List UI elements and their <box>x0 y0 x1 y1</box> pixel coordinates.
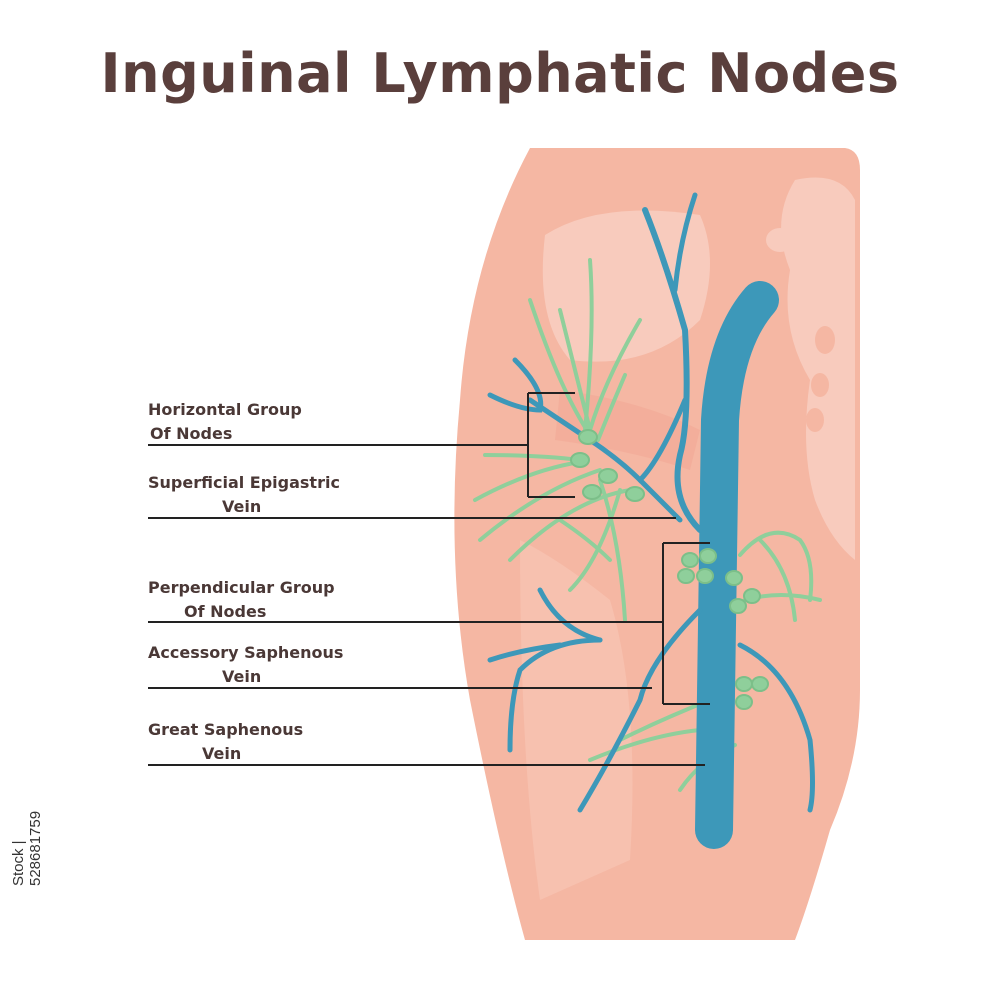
leader-lines <box>148 392 710 766</box>
label-perpendicular-group: Perpendicular Group Of Nodes <box>148 578 335 621</box>
label-superficial-epigastric-vein: Superficial Epigastric Vein <box>148 473 340 516</box>
bone-spot <box>806 408 824 432</box>
bone-spot <box>811 373 829 397</box>
label-horizontal-group: Horizontal Group Of Nodes <box>148 400 302 443</box>
leader-horizontal-nodes <box>148 392 575 498</box>
label-accessory-saphenous-vein: Accessory Saphenous Vein <box>148 643 344 686</box>
bone-spot <box>815 326 835 354</box>
lymph-nodes <box>570 429 769 710</box>
bone-spot <box>766 228 794 252</box>
pelvis-highlight <box>781 177 855 560</box>
veins <box>487 192 815 849</box>
great-saphenous-vein <box>695 281 779 849</box>
accessory-saphenous-vein <box>577 607 703 813</box>
label-great-saphenous-vein: Great Saphenous Vein <box>148 720 304 763</box>
hip-highlight <box>542 210 710 362</box>
stock-id-watermark: Stock | 528681759 <box>10 810 44 886</box>
leader-perpendicular-nodes <box>148 542 710 705</box>
thigh-highlight <box>520 540 633 900</box>
superficial-epigastric-vein <box>642 207 703 533</box>
page-title: Inguinal Lymphatic Nodes <box>100 42 900 105</box>
